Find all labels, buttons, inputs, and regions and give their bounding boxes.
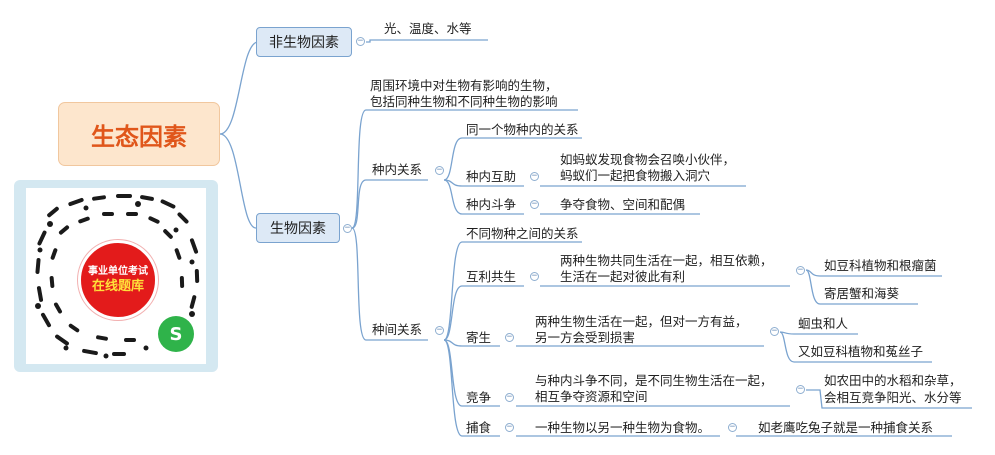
- node-inter[interactable]: 种间关系: [372, 322, 423, 337]
- abiotic-detail: 光、温度、水等: [384, 21, 472, 36]
- collapse-competition-examples-icon[interactable]: −: [796, 384, 805, 394]
- collapse-intra-struggle-icon[interactable]: −: [530, 199, 539, 209]
- collapse-abiotic-icon[interactable]: −: [356, 36, 365, 46]
- symbiosis-example2: 寄居蟹和海葵: [824, 286, 900, 301]
- intra-struggle-text: 争夺食物、空间和配偶: [560, 197, 686, 212]
- parasitism-line1: 两种生物生活在一起，但对一方有益，: [535, 314, 748, 329]
- competition-line1: 与种内斗争不同，是不同生物生活在一起，: [535, 373, 773, 388]
- mini-program-icon: S: [158, 316, 194, 352]
- node-intra[interactable]: 种内关系: [372, 162, 423, 177]
- collapse-intra-mutual-icon[interactable]: −: [530, 171, 539, 181]
- node-symbiosis[interactable]: 互利共生: [466, 269, 517, 284]
- node-predation[interactable]: 捕食: [466, 420, 492, 435]
- node-abiotic-label: 非生物因素: [269, 35, 339, 51]
- qr-badge-line1: 事业单位考试: [88, 265, 148, 277]
- intra-desc: 同一个物种内的关系: [466, 122, 579, 137]
- collapse-predation-example-icon[interactable]: −: [728, 422, 737, 432]
- parasitism-example1: 蛔虫和人: [798, 316, 849, 331]
- node-competition[interactable]: 竞争: [466, 390, 492, 405]
- node-biotic[interactable]: 生物因素: [256, 213, 340, 243]
- biotic-desc-line1: 周围环境中对生物有影响的生物，: [370, 78, 558, 93]
- symbiosis-example1: 如豆科植物和根瘤菌: [824, 258, 937, 273]
- qr-badge-line2: 在线题库: [91, 278, 144, 294]
- intra-mutual-line1: 如蚂蚁发现食物会召唤小伙伴，: [560, 152, 736, 167]
- predation-example: 如老鹰吃兔子就是一种捕食关系: [758, 420, 934, 435]
- parasitism-example2: 又如豆科植物和菟丝子: [798, 344, 924, 359]
- qr-pattern-icon: [35, 194, 200, 359]
- node-parasitism[interactable]: 寄生: [466, 330, 492, 345]
- predation-text: 一种生物以另一种生物为食物。: [535, 420, 711, 435]
- collapse-inter-icon[interactable]: −: [435, 325, 444, 335]
- root-node[interactable]: 生态因素: [58, 102, 220, 166]
- collapse-parasitism-examples-icon[interactable]: −: [770, 326, 779, 336]
- collapse-competition-icon[interactable]: −: [505, 392, 514, 402]
- node-abiotic[interactable]: 非生物因素: [256, 27, 352, 57]
- collapse-parasitism-icon[interactable]: −: [505, 332, 514, 342]
- node-intra-struggle[interactable]: 种内斗争: [466, 197, 517, 212]
- node-biotic-label: 生物因素: [270, 221, 326, 237]
- collapse-intra-icon[interactable]: −: [435, 165, 444, 175]
- collapse-symbiosis-icon[interactable]: −: [530, 271, 539, 281]
- root-title: 生态因素: [91, 122, 187, 151]
- competition-line2: 相互争夺资源和空间: [535, 389, 648, 404]
- collapse-predation-icon[interactable]: −: [505, 422, 514, 432]
- parasitism-line2: 另一方会受到损害: [535, 330, 636, 345]
- collapse-symbiosis-examples-icon[interactable]: −: [796, 265, 805, 275]
- node-intra-mutual[interactable]: 种内互助: [466, 169, 517, 184]
- competition-example2: 会相互竞争阳光、水分等: [824, 390, 962, 405]
- inter-desc: 不同物种之间的关系: [466, 226, 579, 241]
- competition-example1: 如农田中的水稻和杂草，: [824, 373, 962, 388]
- qr-badge: 事业单位考试 在线题库: [78, 240, 158, 320]
- symbiosis-line2: 生活在一起对彼此有利: [560, 269, 686, 284]
- collapse-biotic-icon[interactable]: −: [343, 223, 352, 233]
- symbiosis-line1: 两种生物共同生活在一起，相互依赖，: [560, 253, 773, 268]
- biotic-desc-line2: 包括同种生物和不同种生物的影响: [370, 94, 558, 109]
- intra-mutual-line2: 蚂蚁们一起把食物搬入洞穴: [560, 168, 711, 183]
